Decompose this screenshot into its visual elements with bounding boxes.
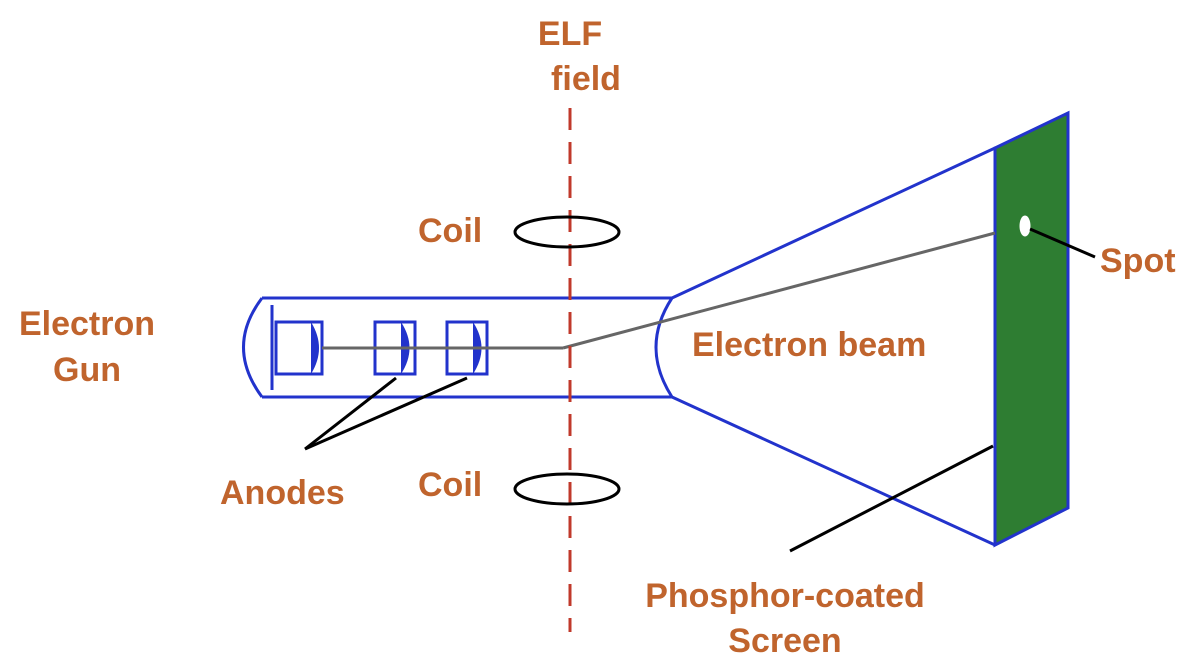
- label-electron-gun-line1: Electron: [19, 305, 155, 343]
- label-electron-gun-line2: Gun: [53, 351, 121, 389]
- label-elf-field-line2: field: [551, 60, 621, 98]
- coil-top: [513, 215, 621, 249]
- electron-gun-cathode: [274, 320, 324, 376]
- coil-bottom: [513, 472, 621, 506]
- screen-leader: [789, 444, 994, 553]
- label-spot: Spot: [1100, 242, 1176, 280]
- label-screen-line2: Screen: [728, 622, 841, 660]
- label-screen-line1: Phosphor-coated: [645, 577, 925, 615]
- phosphor-screen: [993, 110, 1070, 548]
- label-electron-beam: Electron beam: [692, 326, 926, 364]
- anodes-leader-1: [304, 376, 397, 451]
- label-coil-bottom: Coil: [418, 466, 482, 504]
- label-anodes: Anodes: [220, 474, 345, 512]
- electron-beam: [562, 231, 996, 350]
- tube-funnel: [654, 146, 997, 547]
- spot-marker: [1019, 215, 1031, 237]
- spot-leader: [1029, 227, 1096, 259]
- label-coil-top: Coil: [418, 212, 482, 250]
- tube-neck: [242, 296, 672, 399]
- label-elf-field-line1: ELF: [538, 15, 602, 53]
- anodes-leader-2: [304, 376, 468, 451]
